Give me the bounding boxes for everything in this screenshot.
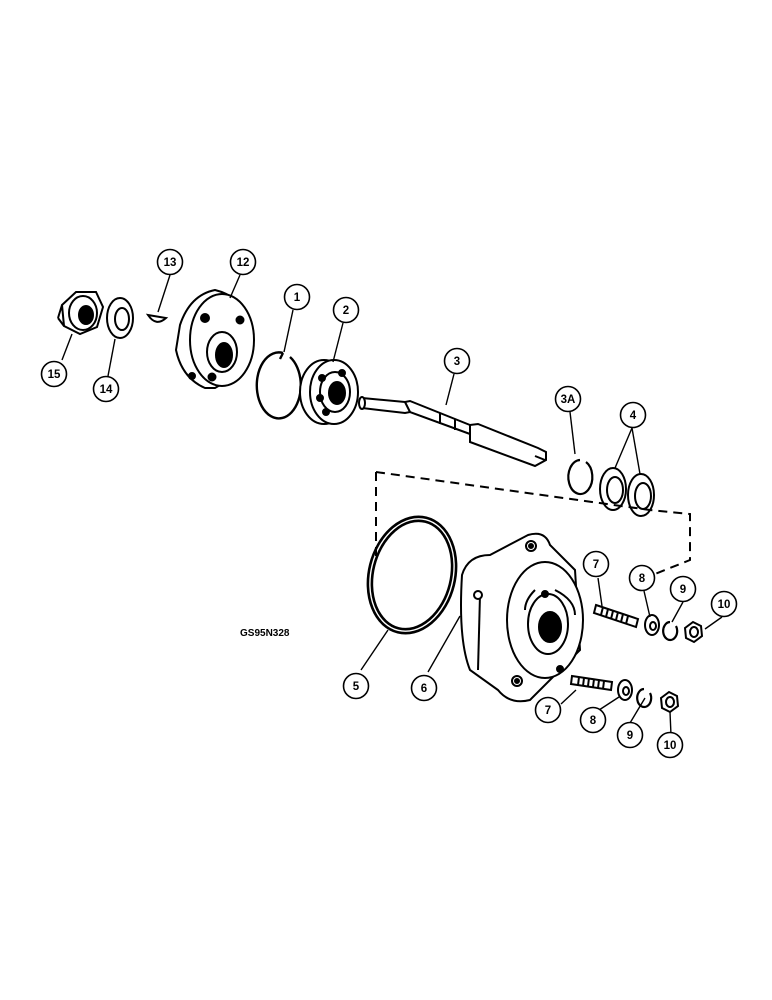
callout-c13: 13 [156, 248, 184, 276]
callout-circle [619, 401, 647, 429]
callout-c6: 6 [410, 674, 438, 702]
callout-c8a: 8 [628, 564, 656, 592]
part-14-washer [106, 297, 134, 339]
callout-circle [40, 360, 68, 388]
part-12-hub [174, 288, 255, 389]
callout-c3a: 3A [554, 385, 582, 413]
callout-label: 6 [421, 683, 427, 695]
part-7-stud-upper [592, 603, 640, 629]
callout-label: 10 [664, 740, 677, 752]
callout-c7b: 7 [534, 696, 562, 724]
part-10-nut-lower [659, 690, 680, 714]
callout-circle [410, 674, 438, 702]
callout-circle [92, 375, 120, 403]
callout-c4: 4 [619, 401, 647, 429]
callout-c3: 3 [443, 347, 471, 375]
callout-circle [534, 696, 562, 724]
callout-c9b: 9 [616, 721, 644, 749]
part-4-seals [599, 467, 655, 517]
callout-c7a: 7 [582, 550, 610, 578]
callout-c9a: 9 [669, 575, 697, 603]
callout-label: 3 [454, 356, 460, 368]
part-10-nut-upper [683, 620, 704, 644]
callout-label: 15 [48, 369, 61, 381]
part-2-bearing [299, 359, 359, 425]
callout-circle [332, 296, 360, 324]
leader-lines [61, 274, 723, 736]
callout-c15: 15 [40, 360, 68, 388]
callout-label: 14 [100, 384, 113, 396]
callout-c12: 12 [229, 248, 257, 276]
part-13-key [145, 313, 169, 323]
callout-circle [582, 550, 610, 578]
part-9-lock-washer-upper [662, 620, 679, 642]
part-9-lock-washer-lower [636, 687, 653, 709]
part-7-stud-lower [569, 674, 614, 692]
callout-c2: 2 [332, 296, 360, 324]
callout-circle [628, 564, 656, 592]
callout-circle [443, 347, 471, 375]
callout-circle [656, 731, 684, 759]
callout-label: 9 [680, 584, 686, 596]
part-15-lock-nut [57, 291, 105, 336]
part-8-washer-lower [617, 679, 633, 701]
part-3a-retaining-ring [567, 458, 594, 496]
callout-label: 9 [627, 730, 633, 742]
part-6-pump-body [460, 532, 584, 703]
callout-c14: 14 [92, 375, 120, 403]
callout-circle [579, 706, 607, 734]
callout-c5: 5 [342, 672, 370, 700]
callout-c1: 1 [283, 283, 311, 311]
callout-circle [342, 672, 370, 700]
callout-label: 13 [164, 257, 177, 269]
part-3-shaft [358, 396, 547, 468]
callout-label: 8 [590, 715, 597, 727]
assembly-path-dashed-line [375, 471, 691, 581]
callout-circle [710, 590, 738, 618]
callout-label: 5 [353, 681, 360, 693]
callout-label: 7 [545, 705, 551, 717]
part-8-washer-upper [644, 614, 660, 636]
part-1-snap-ring [255, 351, 302, 420]
callout-circle [669, 575, 697, 603]
callout-c8b: 8 [579, 706, 607, 734]
drawing-code: GS95N328 [240, 628, 290, 639]
callout-label: 10 [718, 599, 731, 611]
callout-label: 12 [237, 257, 250, 269]
callout-circle [229, 248, 257, 276]
callout-circle [554, 385, 582, 413]
callout-circle [156, 248, 184, 276]
callout-label: 8 [639, 573, 646, 585]
callout-label: 1 [294, 292, 301, 304]
callout-circle [616, 721, 644, 749]
part-5-o-ring [366, 515, 458, 635]
callout-c10a: 10 [710, 590, 738, 618]
callout-c10b: 10 [656, 731, 684, 759]
callout-label: 2 [343, 305, 349, 317]
callout-circle [283, 283, 311, 311]
callout-label: 7 [593, 559, 599, 571]
callout-label: 3A [561, 394, 576, 406]
callout-label: 4 [630, 410, 637, 422]
